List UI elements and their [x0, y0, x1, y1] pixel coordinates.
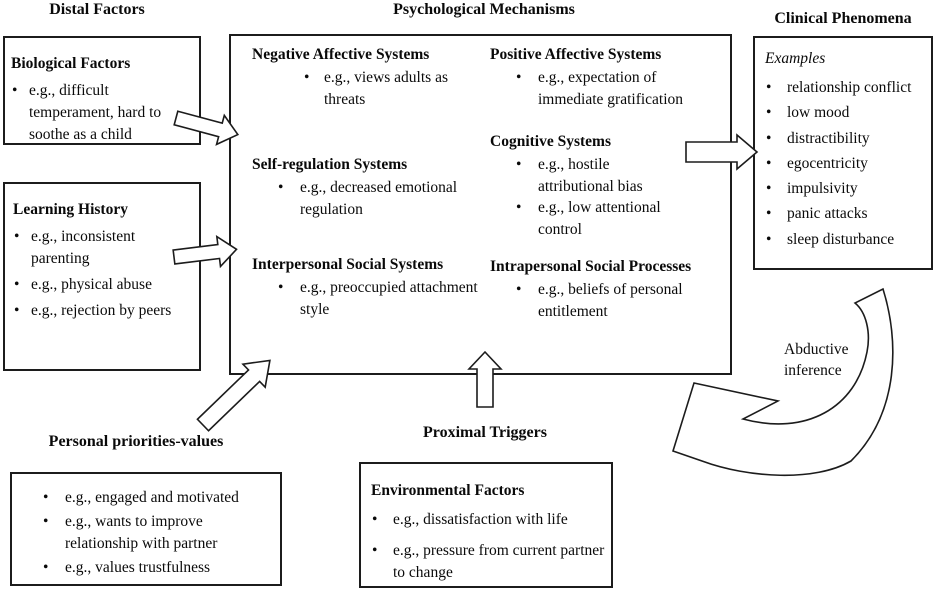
section-title: Positive Affective Systems	[490, 46, 662, 63]
section-positive-affective-systems: Positive Affective Systems e.g., expecta…	[490, 46, 730, 110]
biological-factors-title: Biological Factors	[11, 55, 131, 72]
section-negative-affective-systems: Negative Affective Systems e.g., views a…	[252, 46, 492, 110]
section-title: Negative Affective Systems	[252, 46, 430, 63]
list-item: panic attacks	[765, 201, 927, 227]
list-item: e.g., preoccupied attachment style	[252, 277, 478, 320]
list-item: low mood	[765, 100, 927, 126]
list-item: e.g., pressure from current partner to c…	[371, 540, 607, 584]
biological-factors-list: e.g., difficult temperament, hard to soo…	[11, 80, 195, 146]
environmental-factors-title: Environmental Factors	[371, 482, 525, 499]
psychological-mechanisms-box: Negative Affective Systems e.g., views a…	[229, 34, 732, 375]
list-item: e.g., inconsistent parenting	[13, 226, 181, 270]
section-title: Interpersonal Social Systems	[252, 256, 444, 273]
list-item: e.g., rejection by peers	[13, 300, 181, 322]
section-title: Intrapersonal Social Processes	[490, 258, 692, 275]
clinical-phenomena-heading: Clinical Phenomena	[774, 10, 912, 27]
learning-history-list: e.g., inconsistent parenting e.g., physi…	[13, 226, 195, 322]
list-item: e.g., physical abuse	[13, 274, 181, 296]
list-item: distractibility	[765, 126, 927, 152]
examples-title: Examples	[765, 50, 826, 67]
distal-factors-heading: Distal Factors	[49, 1, 145, 18]
list-item: e.g., values trustfulness	[42, 557, 260, 579]
list-item: e.g., dissatisfaction with life	[371, 509, 607, 531]
environmental-factors-box: Environmental Factors e.g., dissatisfact…	[359, 462, 613, 588]
section-title: Self-regulation Systems	[252, 156, 408, 173]
clinical-examples-box: Examples relationship conflict low mood …	[753, 36, 933, 270]
personal-priorities-list: e.g., engaged and motivated e.g., wants …	[42, 487, 276, 579]
section-cognitive-systems: Cognitive Systems e.g., hostile attribut…	[490, 133, 720, 240]
list-item: sleep disturbance	[765, 227, 927, 253]
list-item: e.g., hostile attributional bias	[490, 154, 688, 197]
list-item: e.g., wants to improve relationship with…	[42, 511, 260, 555]
learning-history-box: Learning History e.g., inconsistent pare…	[3, 182, 201, 371]
list-item: relationship conflict	[765, 75, 927, 101]
list-item: e.g., expectation of immediate gratifica…	[490, 67, 716, 110]
environmental-factors-list: e.g., dissatisfaction with life e.g., pr…	[371, 509, 607, 584]
abductive-inference-label: Abductive inference	[784, 341, 849, 379]
personal-priorities-box: e.g., engaged and motivated e.g., wants …	[10, 472, 282, 586]
list-item: impulsivity	[765, 176, 927, 202]
learning-history-title: Learning History	[13, 201, 128, 218]
psychological-mechanisms-heading: Psychological Mechanisms	[393, 1, 575, 18]
list-item: egocentricity	[765, 151, 927, 177]
list-item: e.g., difficult temperament, hard to soo…	[11, 80, 179, 146]
proximal-triggers-heading: Proximal Triggers	[423, 424, 547, 441]
section-intrapersonal-social-processes: Intrapersonal Social Processes e.g., bel…	[490, 258, 734, 322]
list-item: e.g., decreased emotional regulation	[252, 177, 478, 220]
list-item: e.g., views adults as threats	[252, 67, 484, 110]
section-interpersonal-social-systems: Interpersonal Social Systems e.g., preoc…	[252, 256, 502, 320]
clinical-examples-list: relationship conflict low mood distracti…	[765, 75, 927, 252]
section-self-regulation-systems: Self-regulation Systems e.g., decreased …	[252, 156, 502, 220]
personal-priorities-heading: Personal priorities-values	[48, 433, 224, 450]
list-item: e.g., engaged and motivated	[42, 487, 260, 509]
list-item: e.g., beliefs of personal entitlement	[490, 279, 716, 322]
list-item: e.g., low attentional control	[490, 197, 688, 240]
biological-factors-box: Biological Factors e.g., difficult tempe…	[3, 36, 201, 145]
section-title: Cognitive Systems	[490, 133, 611, 150]
